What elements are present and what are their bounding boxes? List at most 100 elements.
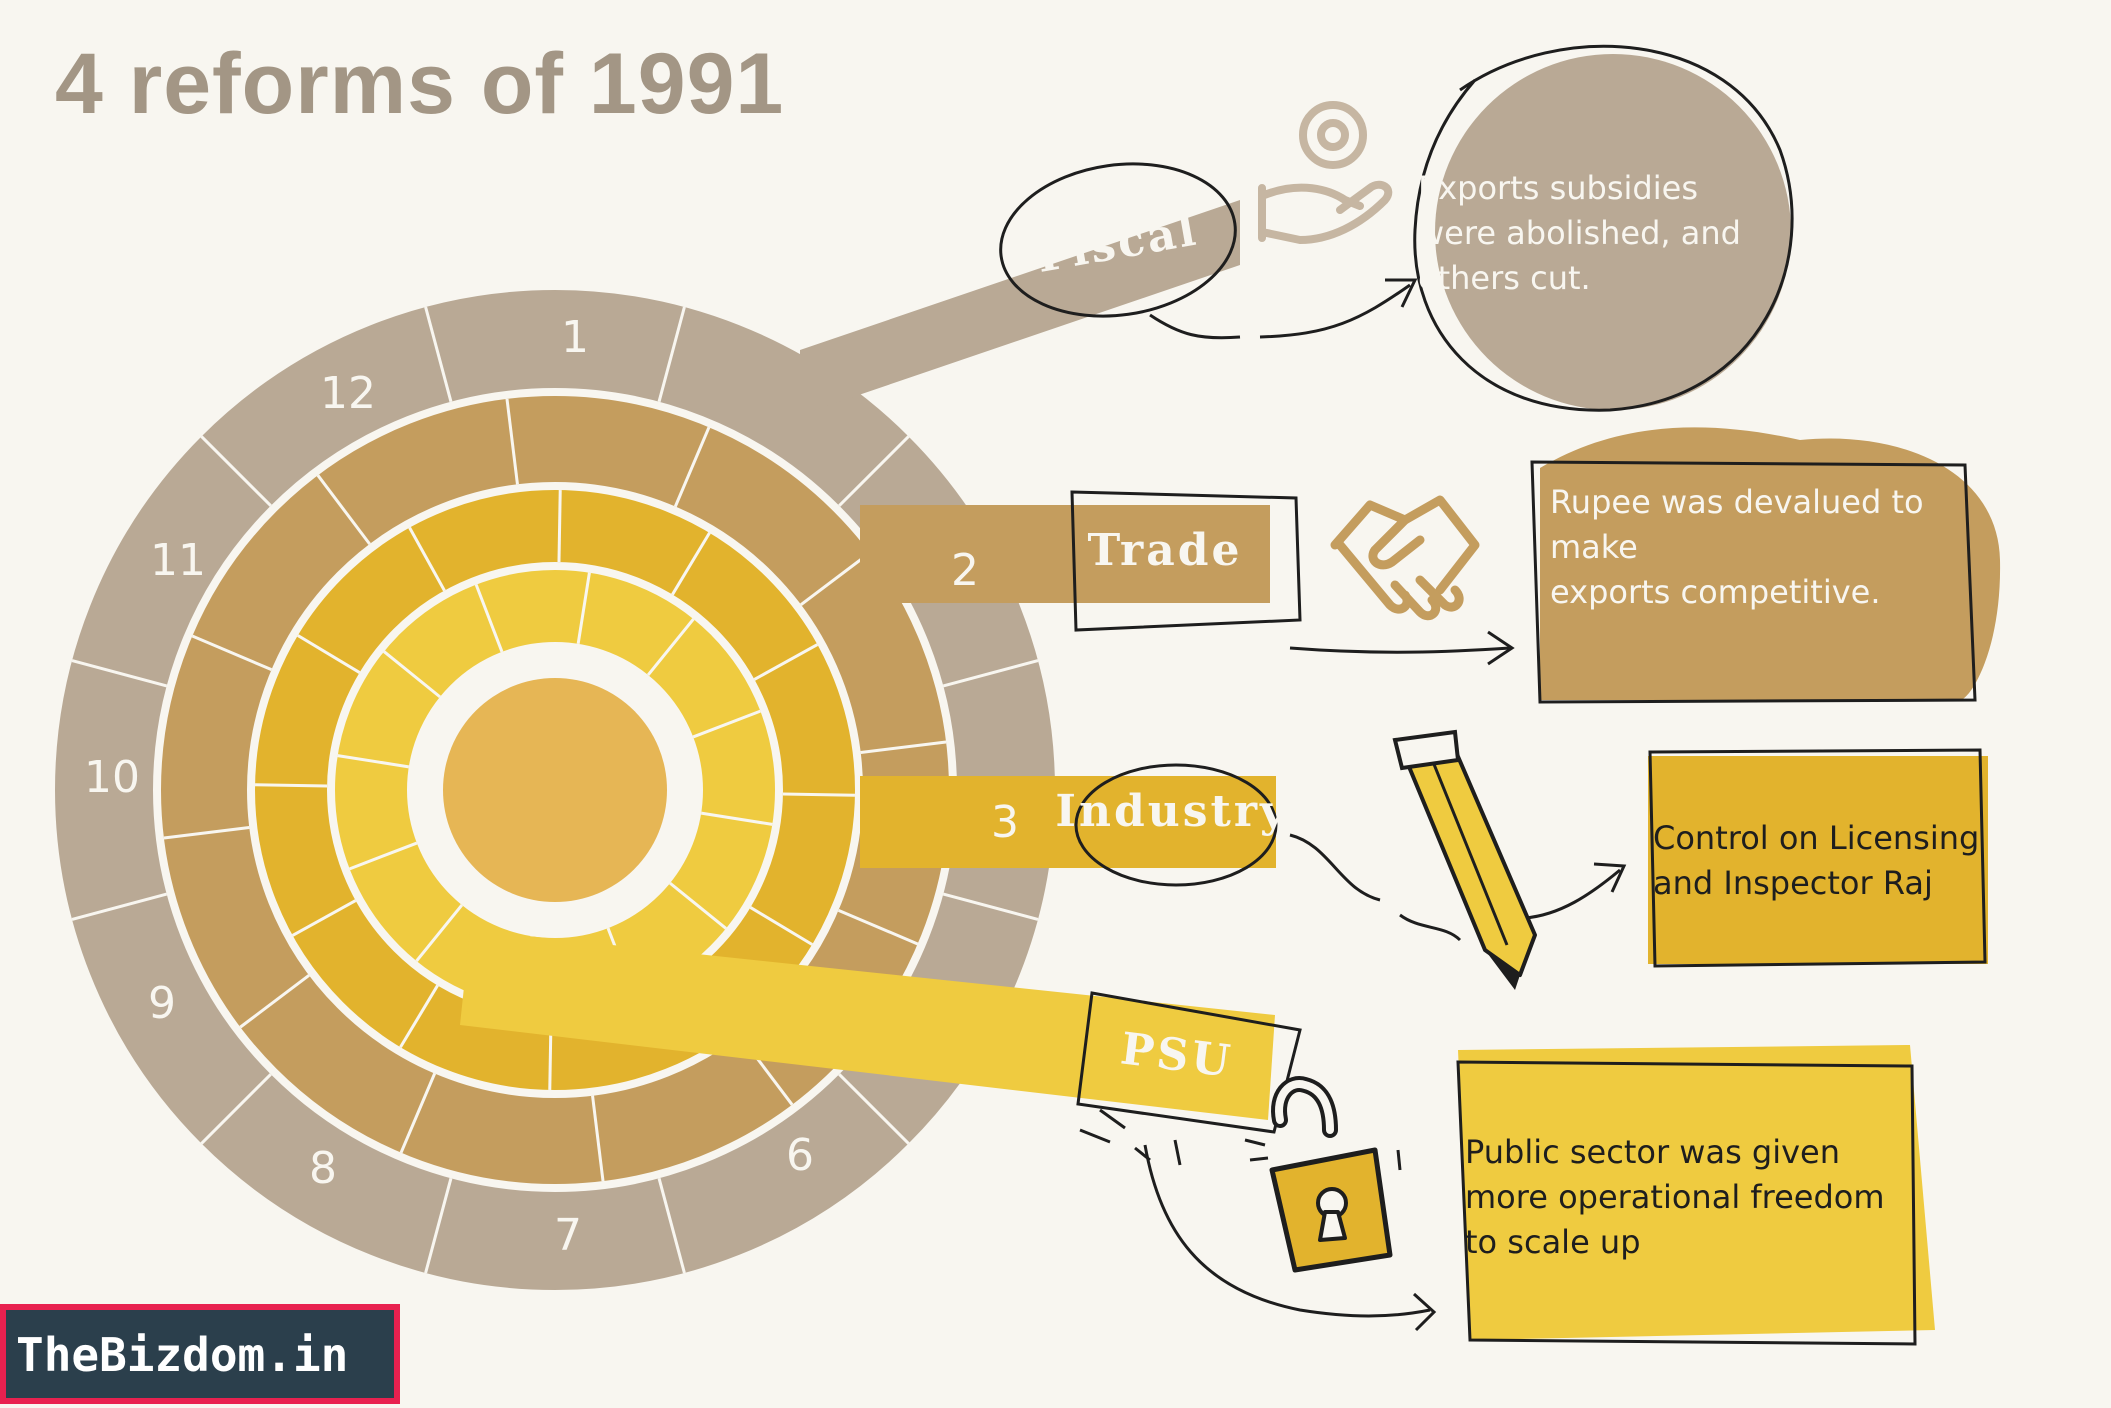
ring-divider [200, 1073, 272, 1145]
brand-logo-text: TheBizdom.in [16, 1328, 349, 1382]
ring-divider [557, 490, 562, 563]
ring-divider [671, 532, 711, 596]
target-ring [255, 490, 855, 1090]
description-line: exports competitive. [1550, 573, 1881, 611]
description-line: Public sector was given [1465, 1133, 1841, 1171]
target-center [443, 678, 667, 902]
ring-divider [860, 740, 947, 754]
ring-divider [316, 474, 371, 545]
ring-divider [505, 398, 519, 485]
ring-number-label: 8 [309, 1143, 337, 1194]
handshake-icon [1330, 495, 1480, 621]
ring-divider [591, 1095, 605, 1182]
ring-number-label: 2 [951, 545, 979, 596]
trade-band [860, 505, 1270, 603]
ring-divider [383, 650, 441, 699]
trade-outline [1070, 490, 1302, 632]
description-line: to scale up [1465, 1223, 1641, 1261]
ring-number-label: 3 [991, 797, 1019, 848]
ring-divider [692, 709, 761, 739]
psu-description: Public sector was given more operational… [1465, 1130, 1885, 1265]
ring-divider [415, 904, 464, 962]
industry-description-outline [1648, 748, 1987, 968]
ring-divider [782, 792, 855, 797]
fiscal-description-outline [1413, 44, 1794, 412]
ring-number-label: 6 [786, 1130, 814, 1181]
ring-divider [291, 899, 357, 937]
ring-divider [646, 618, 695, 676]
fiscal-description-shape [1435, 54, 1791, 410]
fiscal-arrow [1149, 278, 1418, 340]
ring-number-label: 12 [320, 368, 376, 419]
fiscal-outline [999, 162, 1237, 318]
description-line: Control on Licensing [1653, 819, 1980, 857]
psu-outline [1076, 991, 1302, 1134]
psu-arrow [1079, 1108, 1437, 1332]
trade-description-shape [1540, 427, 2001, 700]
ring-divider [800, 551, 871, 606]
ring-divider [337, 754, 410, 769]
psu-description-outline [1456, 1060, 1917, 1346]
industry-arrow [1289, 833, 1627, 942]
ring-divider [657, 306, 686, 403]
trade-arrow [1289, 630, 1515, 666]
ring-divider [399, 984, 439, 1048]
ring-divider [255, 783, 328, 788]
ring-divider [837, 908, 919, 946]
ring-divider [399, 1072, 437, 1154]
description-line: Rupee was devalued to [1550, 483, 1924, 521]
ring-divider [424, 1177, 453, 1274]
industry-description: Control on Licensing and Inspector Raj [1653, 816, 1979, 906]
ring-divider [71, 659, 168, 688]
ring-divider [942, 659, 1039, 688]
hand-coin-icon [1258, 101, 1393, 244]
description-line: were abolished, and [1418, 214, 1741, 252]
ring-divider [297, 634, 361, 674]
ring-divider [191, 634, 273, 672]
ring-divider [749, 906, 813, 946]
description-line: more operational freedom [1465, 1178, 1885, 1216]
ring-divider [474, 584, 504, 653]
description-line: and Inspector Raj [1653, 864, 1933, 902]
ring-divider [71, 892, 168, 921]
ring-number-label: 10 [84, 752, 140, 803]
ring-divider [424, 306, 453, 403]
ring-divider [700, 811, 773, 826]
fiscal-description: Exports subsidies were abolished, and ot… [1418, 166, 1741, 301]
industry-description-shape [1648, 756, 1988, 964]
ring-divider [669, 881, 727, 930]
trade-description: Rupee was devalued to make exports compe… [1550, 480, 1924, 615]
psu-band [460, 930, 1275, 1120]
ring-divider [349, 841, 418, 871]
ring-divider [163, 826, 250, 840]
padlock-icon [1244, 1076, 1402, 1273]
ring-divider [838, 1073, 910, 1145]
ring-number-label: 9 [148, 978, 176, 1029]
trade-label: Trade [1088, 525, 1243, 576]
description-line: others cut. [1418, 259, 1591, 297]
description-line: Exports subsidies [1418, 169, 1698, 207]
ring-divider [942, 892, 1039, 921]
ring-divider [239, 974, 310, 1029]
ring-divider [200, 435, 272, 507]
industry-band [860, 776, 1276, 868]
ring-divider [673, 426, 711, 508]
brand-logo[interactable]: TheBizdom.in [0, 1304, 400, 1404]
ring-number-label: 1 [561, 312, 589, 363]
pencil-icon [1392, 729, 1537, 990]
psu-description-shape [1458, 1045, 1935, 1340]
ring-divider [657, 1177, 686, 1274]
industry-outline [1074, 763, 1278, 887]
ring-divider [576, 572, 591, 645]
ring-divider [838, 435, 910, 507]
description-line: make [1550, 528, 1638, 566]
ring-divider [753, 643, 819, 681]
fiscal-band [800, 200, 1240, 415]
trade-description-outline [1530, 460, 1977, 704]
ring-number-label: 11 [150, 535, 206, 586]
page-title: 4 reforms of 1991 [55, 36, 785, 132]
ring-number-label: 7 [554, 1210, 582, 1261]
industry-label: Industry [1055, 786, 1288, 837]
